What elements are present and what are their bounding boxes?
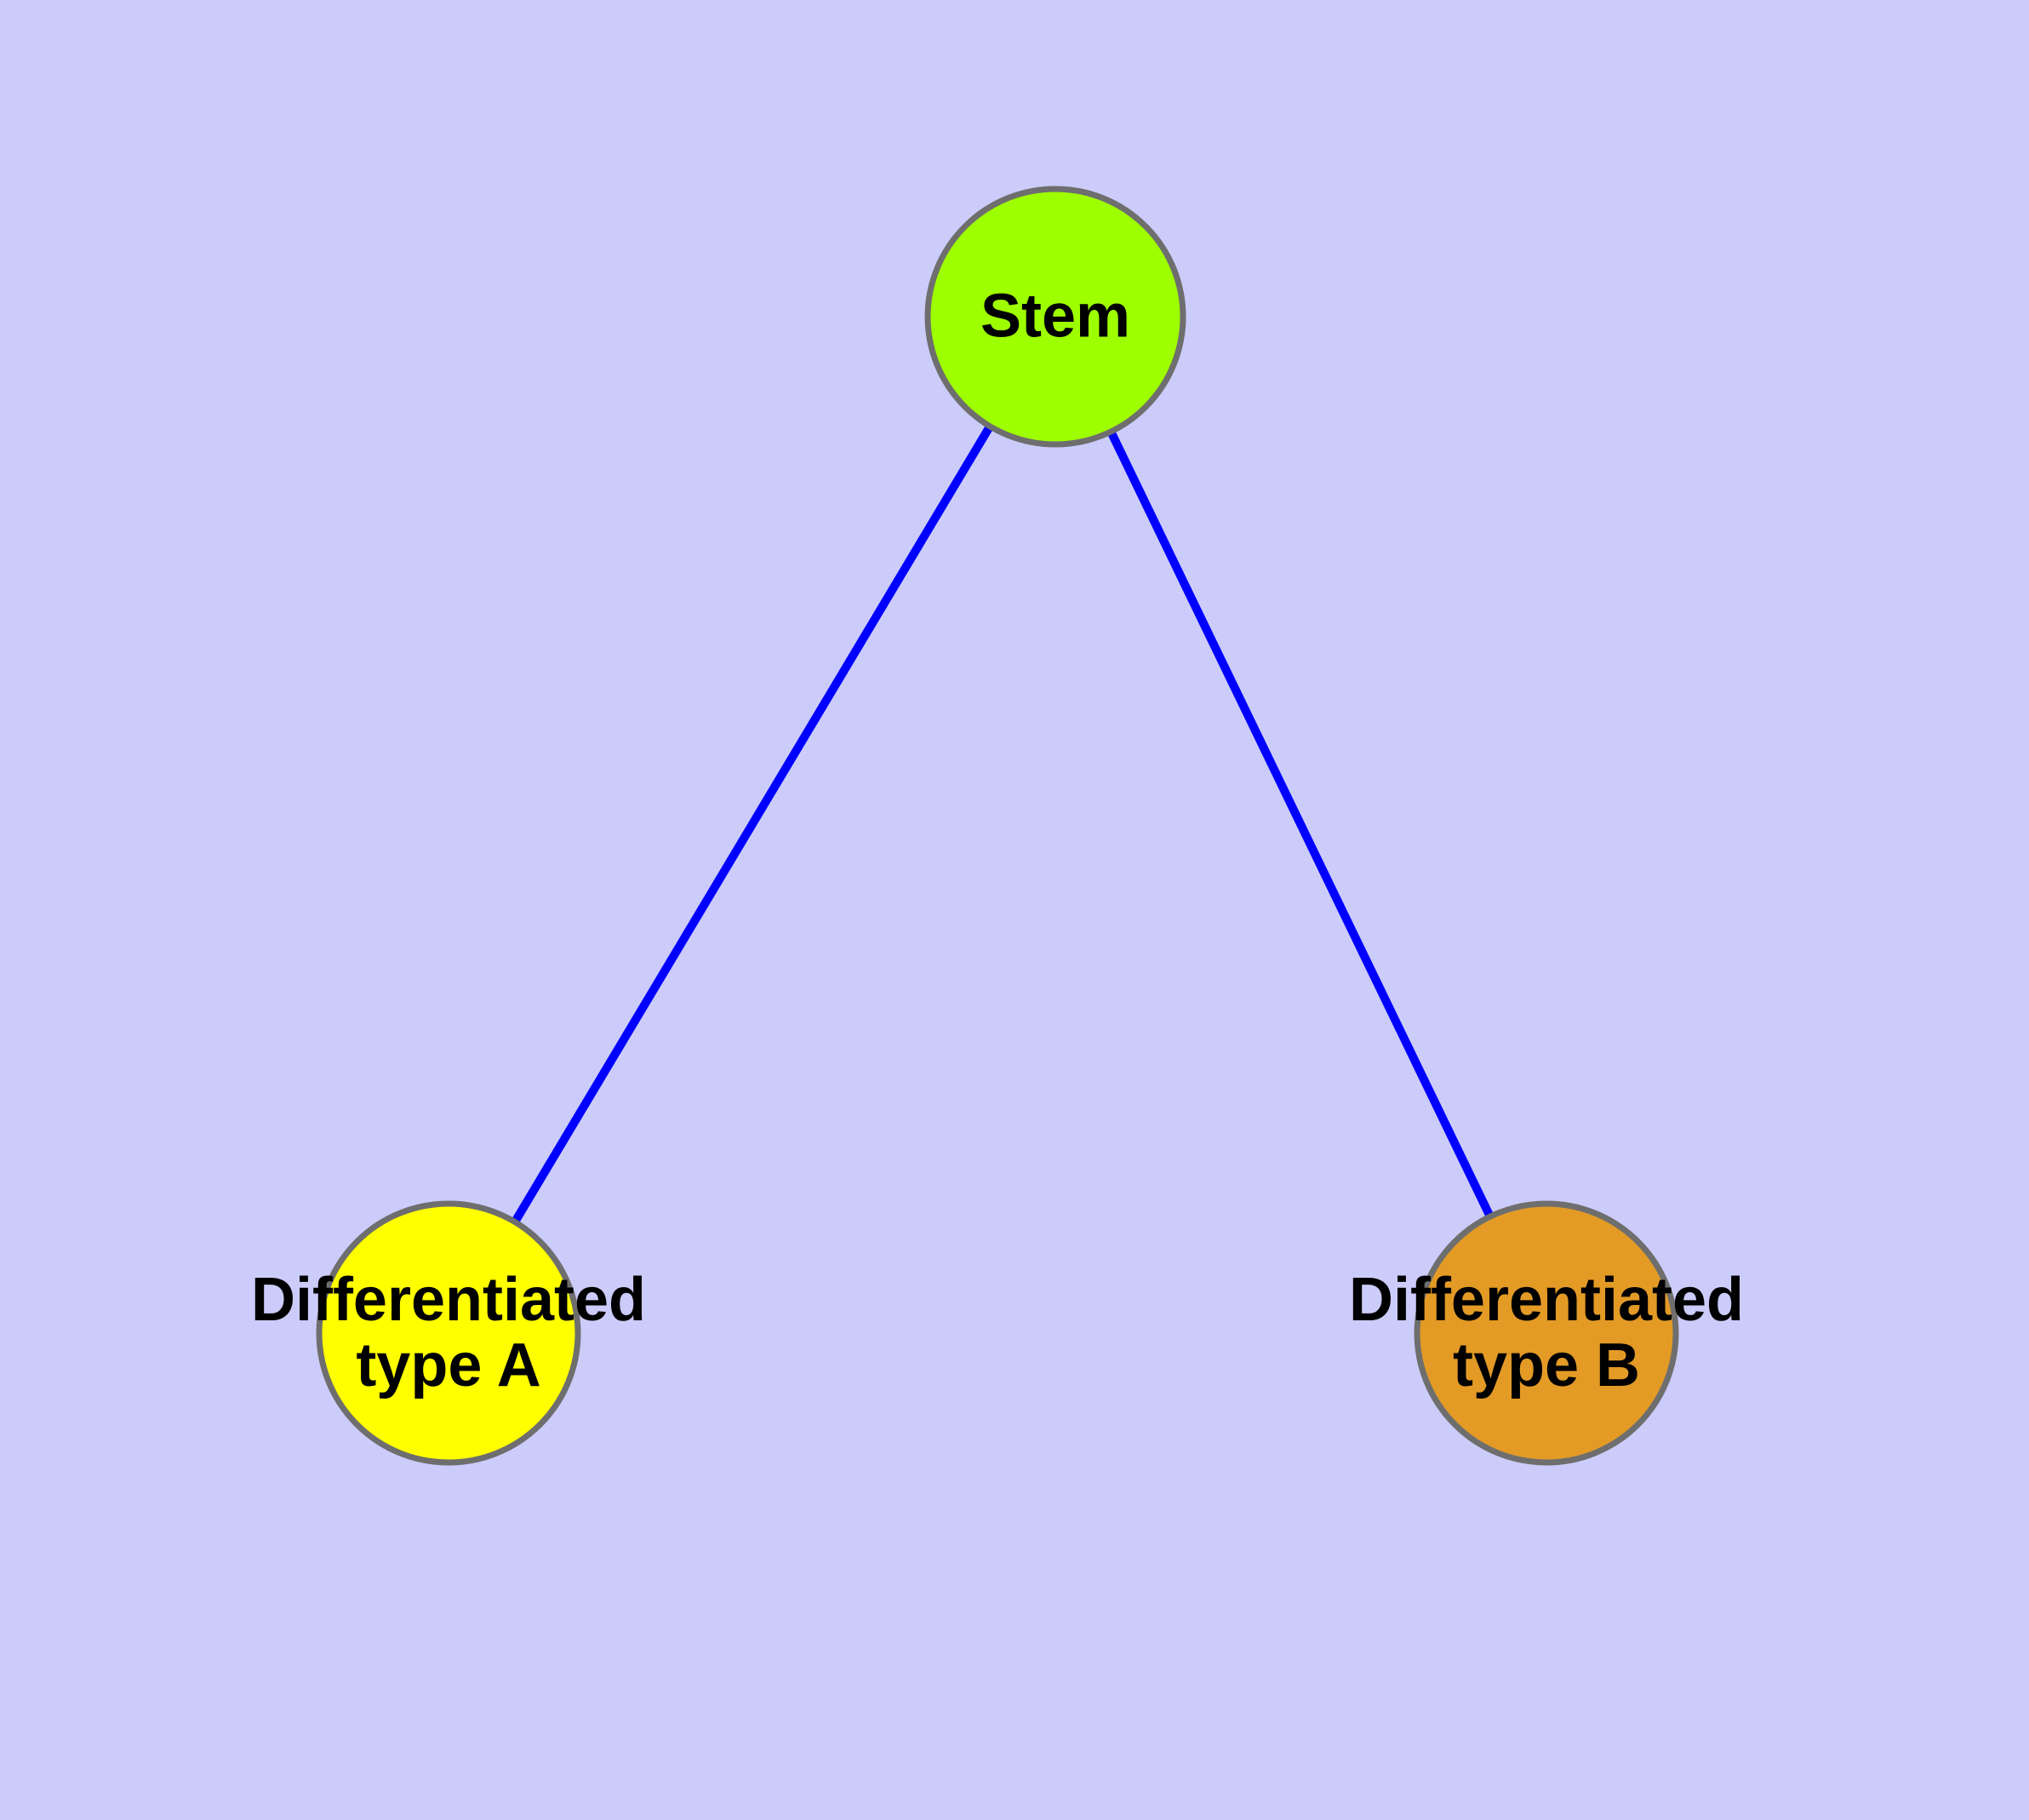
node-layer [316, 186, 1679, 1466]
graph-node-diff_a[interactable] [316, 1200, 581, 1466]
edge-layer [444, 314, 1551, 1336]
graph-node-stem[interactable] [924, 186, 1186, 448]
graph-edge-stem-to-a [444, 314, 1060, 1336]
graph-edge-stem-to-b [1051, 314, 1551, 1336]
graph-node-diff_b[interactable] [1414, 1200, 1679, 1466]
